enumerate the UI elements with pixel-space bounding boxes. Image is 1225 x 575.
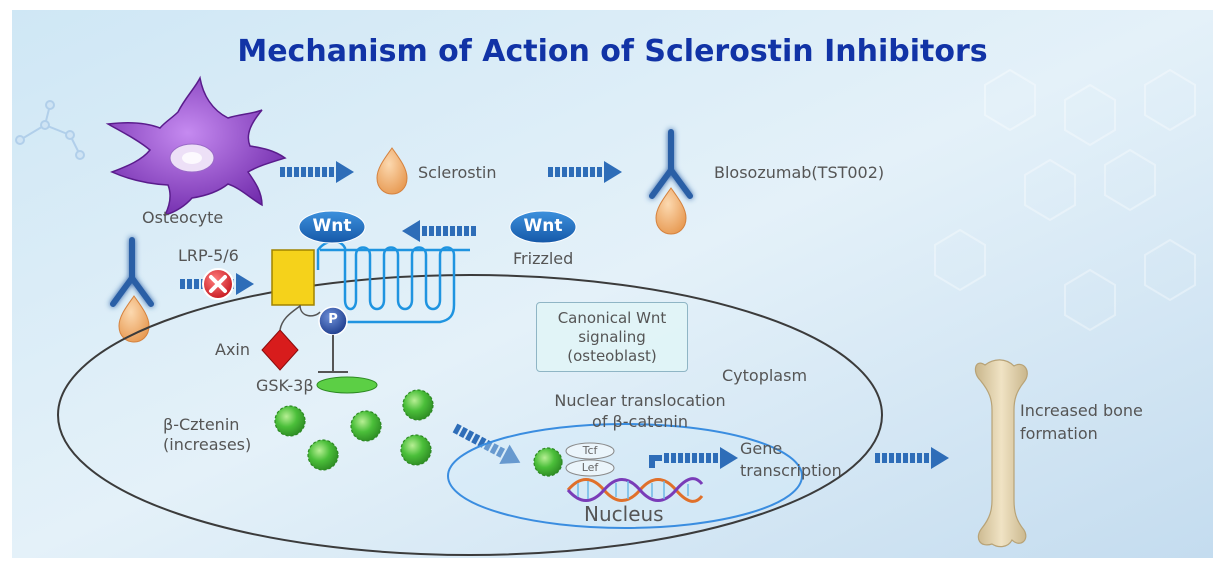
page-title: Mechanism of Action of Sclerostin Inhibi… (237, 34, 988, 69)
translocation-label: Nuclear translocation of β-catenin (554, 391, 726, 431)
beta-catenin-label: β-Cztenin (increases) (163, 415, 252, 454)
lrp-tail (299, 304, 321, 317)
wnt-label-bound: Wnt (312, 216, 352, 236)
gsk3b-icon (316, 376, 378, 394)
lrp-receptor (271, 249, 315, 306)
gsk3b-label: GSK-3β (256, 376, 314, 395)
molecule-decoration (15, 100, 85, 160)
axin-icon (261, 329, 299, 371)
osteocyte-cell (105, 75, 287, 217)
lrp-label: LRP-5/6 (178, 246, 239, 265)
bone-icon (974, 359, 1028, 548)
wnt-ligand-bound (298, 210, 366, 244)
tcf-label: Tcf (582, 444, 598, 457)
nuclear-beta-catenin (533, 447, 563, 477)
nucleus-label: Nucleus (584, 502, 664, 526)
axin-link (279, 305, 301, 331)
tcf-icon (565, 442, 615, 460)
frizzled-receptor (316, 240, 456, 324)
nucleus-membrane (447, 423, 803, 529)
axin-label: Axin (215, 340, 250, 359)
sclerostin-label: Sclerostin (418, 163, 497, 182)
osteocyte-label: Osteocyte (142, 208, 224, 227)
canonical-wnt-box: Canonical Wnt signaling (osteoblast) (536, 302, 688, 372)
arrow-gene-transcription (649, 447, 738, 469)
antibody-label: Blosozumab(TST002) (714, 163, 885, 182)
frizzled-label: Frizzled (513, 249, 574, 268)
wnt-label-free: Wnt (523, 216, 563, 236)
cell-membrane (57, 274, 883, 556)
gene-transcription-label: Gene transcription (740, 439, 842, 480)
bone-formation-label: Increased bone formation (1020, 401, 1143, 443)
phosphate-label: P (328, 312, 338, 327)
hexagon-decoration (934, 68, 1196, 332)
blocked-x-icon (202, 268, 234, 300)
wnt-ligand-free (509, 210, 577, 244)
cytoplasm-label: Cytoplasm (722, 366, 808, 385)
dna-icon (566, 477, 704, 503)
lef-icon (565, 459, 615, 477)
beta-catenin-cluster (274, 389, 434, 471)
lef-label: Lef (581, 461, 599, 474)
